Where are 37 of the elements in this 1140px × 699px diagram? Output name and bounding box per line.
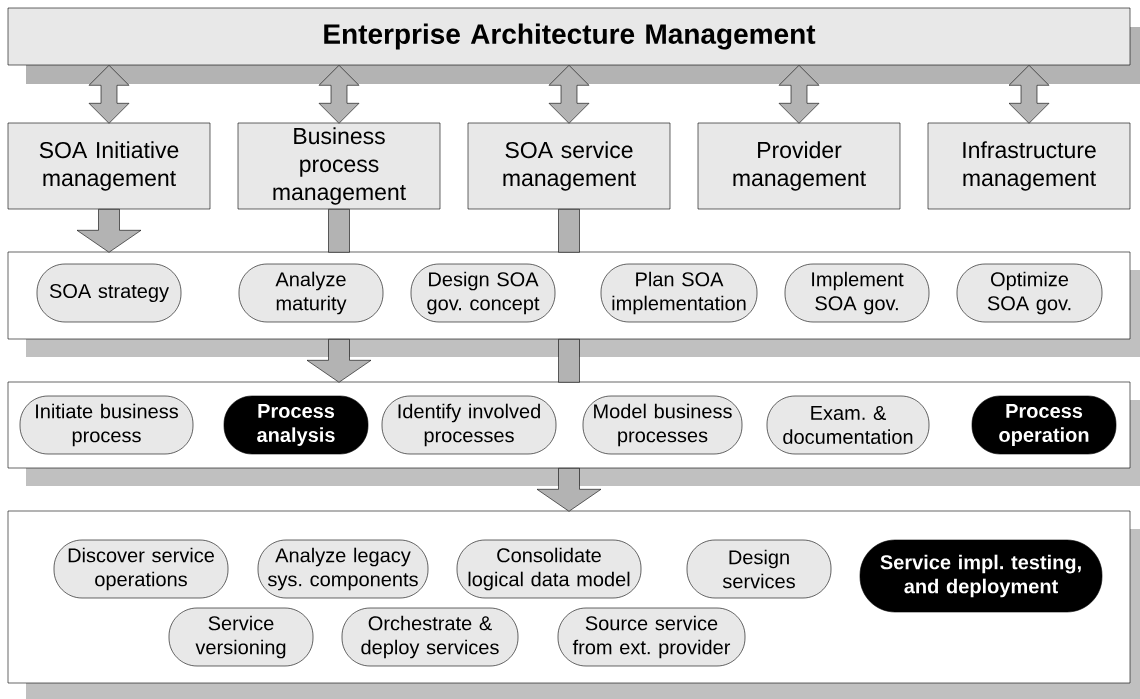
management-box: Business process management: [237, 122, 441, 210]
activity-pill: Model business processes: [582, 395, 743, 455]
double-arrow: [318, 65, 360, 124]
activity-pill: Optimize SOA gov.: [956, 263, 1103, 323]
activity-pill: Source service from ext. provider: [557, 607, 746, 667]
highlighted-pill: Process analysis: [223, 395, 369, 455]
activity-pill: Analyze maturity: [238, 263, 384, 323]
activity-pill: Design SOA gov. concept: [410, 263, 556, 323]
double-arrow: [1008, 65, 1050, 124]
connector-bar: [558, 209, 580, 253]
activity-pill: Initiate business process: [19, 395, 194, 455]
management-box: SOA service management: [467, 122, 671, 210]
activity-pill: Design services: [686, 539, 832, 599]
activity-pill: Identify involved processes: [381, 395, 557, 455]
activity-pill: Discover service operations: [53, 539, 229, 599]
management-box: Infrastructure management: [927, 122, 1131, 210]
block-arrow: [76, 209, 142, 253]
block-arrow: [306, 339, 372, 383]
highlighted-pill: Service impl. testing, and deployment: [859, 539, 1103, 613]
activity-pill: Service versioning: [168, 607, 314, 667]
connector-bar: [328, 209, 350, 253]
activity-pill: Analyze legacy sys. components: [257, 539, 429, 599]
double-arrow: [88, 65, 130, 124]
management-box: Provider management: [697, 122, 901, 210]
activity-pill: Orchestrate & deploy services: [341, 607, 519, 667]
title-bar: Enterprise Architecture Management: [7, 7, 1140, 84]
management-box: SOA Initiative management: [7, 122, 211, 210]
activity-pill: SOA strategy: [36, 263, 182, 323]
activity-pill: Plan SOA implementation: [600, 263, 758, 323]
activity-pill: Consolidate logical data model: [456, 539, 642, 599]
double-arrow: [548, 65, 590, 124]
block-arrow: [536, 468, 602, 512]
double-arrow: [778, 65, 820, 124]
highlighted-pill: Process operation: [971, 395, 1117, 455]
activity-pill: Implement SOA gov.: [784, 263, 930, 323]
activity-pill: Exam. & documentation: [766, 395, 930, 455]
connector-bar: [558, 339, 580, 383]
